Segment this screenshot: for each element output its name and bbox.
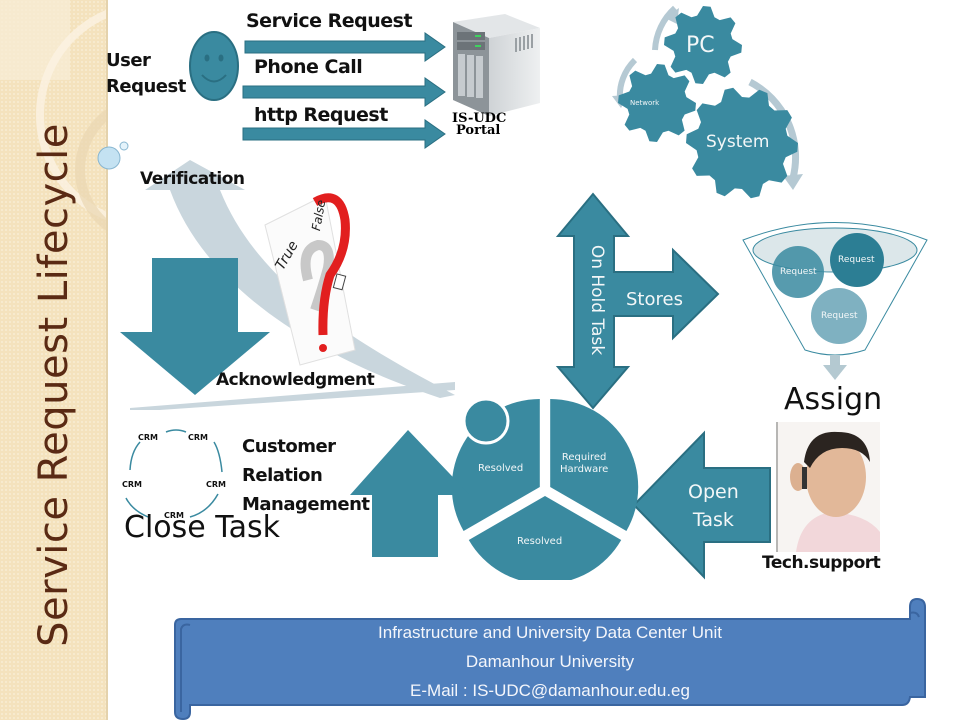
footer-text: Infrastructure and University Data Cente… bbox=[190, 618, 910, 705]
tech-support-photo bbox=[776, 422, 880, 552]
portal-label-line1: IS-UDC bbox=[452, 111, 507, 126]
status-cycle-pie bbox=[451, 397, 639, 580]
user-request-line1: User bbox=[106, 50, 151, 71]
channel-label-phone-call: Phone Call bbox=[254, 56, 363, 78]
open-task-line1: Open bbox=[688, 481, 739, 503]
crm-node: CRM bbox=[122, 480, 142, 489]
title-sidebar bbox=[0, 0, 108, 720]
close-task-label: Close Task bbox=[124, 510, 281, 545]
crm-cycle: CRM CRM CRM CRM CRM bbox=[122, 429, 226, 520]
open-task-line2: Task bbox=[692, 509, 734, 531]
segment-label-resolved-2: Resolved bbox=[517, 536, 563, 547]
segment-label-line2: Hardware bbox=[560, 464, 609, 475]
footer-email: E-Mail : IS-UDC@damanhour.edu.eg bbox=[410, 681, 690, 700]
funnel-request-label: Request bbox=[838, 255, 875, 265]
verification-label: Verification bbox=[140, 169, 245, 189]
funnel-request-bubble bbox=[811, 288, 867, 344]
portal-label-line2: Portal bbox=[456, 123, 501, 138]
open-task-arrow bbox=[632, 430, 771, 580]
gears-diagram bbox=[612, 5, 803, 199]
crm-title-line2: Relation bbox=[242, 465, 323, 486]
slide-title: Service Request Lifecycle bbox=[31, 123, 77, 647]
funnel-request-label: Request bbox=[821, 311, 858, 321]
status-cycle-node bbox=[462, 397, 510, 445]
funnel-request-bubble bbox=[830, 233, 884, 287]
crm-node: CRM bbox=[188, 433, 208, 442]
gear-label-pc: PC bbox=[686, 33, 715, 58]
footer-university: Damanhour University bbox=[465, 652, 635, 671]
stores-label: Stores bbox=[626, 289, 683, 310]
funnel-request-label: Request bbox=[780, 267, 817, 277]
request-funnel bbox=[742, 222, 928, 380]
bubble-decor bbox=[97, 141, 129, 170]
verification-curved-arrow bbox=[145, 160, 455, 398]
footer-scroll-banner bbox=[174, 597, 926, 720]
crm-title-line1: Customer bbox=[242, 436, 336, 457]
user-request-label: User Request bbox=[106, 48, 186, 100]
arrow-http-request bbox=[242, 119, 446, 149]
on-hold-label: On Hold Task bbox=[587, 244, 607, 356]
crm-node: CRM bbox=[206, 480, 226, 489]
cycle-arrow-1 bbox=[652, 5, 678, 51]
assign-label: Assign bbox=[784, 382, 883, 417]
arrow-phone-call bbox=[242, 77, 446, 107]
crm-title: Customer Relation Management bbox=[242, 432, 370, 519]
smiley-face-icon bbox=[189, 31, 239, 101]
question-mark-icon bbox=[312, 193, 350, 336]
acknowledgment-label: Acknowledgment bbox=[216, 370, 375, 390]
crm-node: CRM bbox=[164, 511, 184, 520]
crm-title-line3: Management bbox=[242, 494, 370, 515]
gear-label-network: Network bbox=[630, 99, 660, 107]
segment-label-required-hardware: Required Hardware bbox=[560, 452, 608, 476]
user-request-line2: Request bbox=[106, 76, 186, 97]
pie-segment bbox=[550, 399, 639, 531]
channel-label-http-request: http Request bbox=[254, 104, 388, 126]
gear-label-system: System bbox=[706, 132, 770, 152]
tech-support-label: Tech.support bbox=[762, 553, 881, 573]
gear-system bbox=[686, 87, 798, 199]
channel-arrows bbox=[242, 32, 446, 149]
pie-segment bbox=[468, 496, 622, 580]
on-hold-arrow bbox=[555, 192, 720, 410]
server-icon bbox=[453, 14, 540, 116]
funnel-request-bubble bbox=[772, 246, 824, 298]
segment-label-resolved: Resolved bbox=[478, 463, 524, 474]
arrow-service-request bbox=[244, 32, 446, 62]
gear-pc bbox=[664, 6, 742, 84]
footer-unit: Infrastructure and University Data Cente… bbox=[378, 623, 722, 642]
verification-acknowledgment-arrows: True False bbox=[120, 160, 455, 410]
true-false-card: True False bbox=[264, 193, 356, 366]
open-task-label: Open Task bbox=[688, 478, 739, 534]
segment-label-line1: Required bbox=[561, 452, 607, 463]
portal-label: IS-UDC Portal bbox=[452, 111, 507, 138]
sidebar-decor-circles bbox=[0, 0, 106, 231]
crm-node: CRM bbox=[138, 433, 158, 442]
close-task-up-arrow bbox=[350, 430, 470, 557]
connector-line bbox=[130, 382, 455, 410]
gear-network bbox=[618, 64, 696, 142]
channel-label-service-request: Service Request bbox=[246, 10, 413, 32]
false-label: False bbox=[309, 199, 328, 232]
acknowledgment-down-arrow bbox=[120, 258, 270, 395]
